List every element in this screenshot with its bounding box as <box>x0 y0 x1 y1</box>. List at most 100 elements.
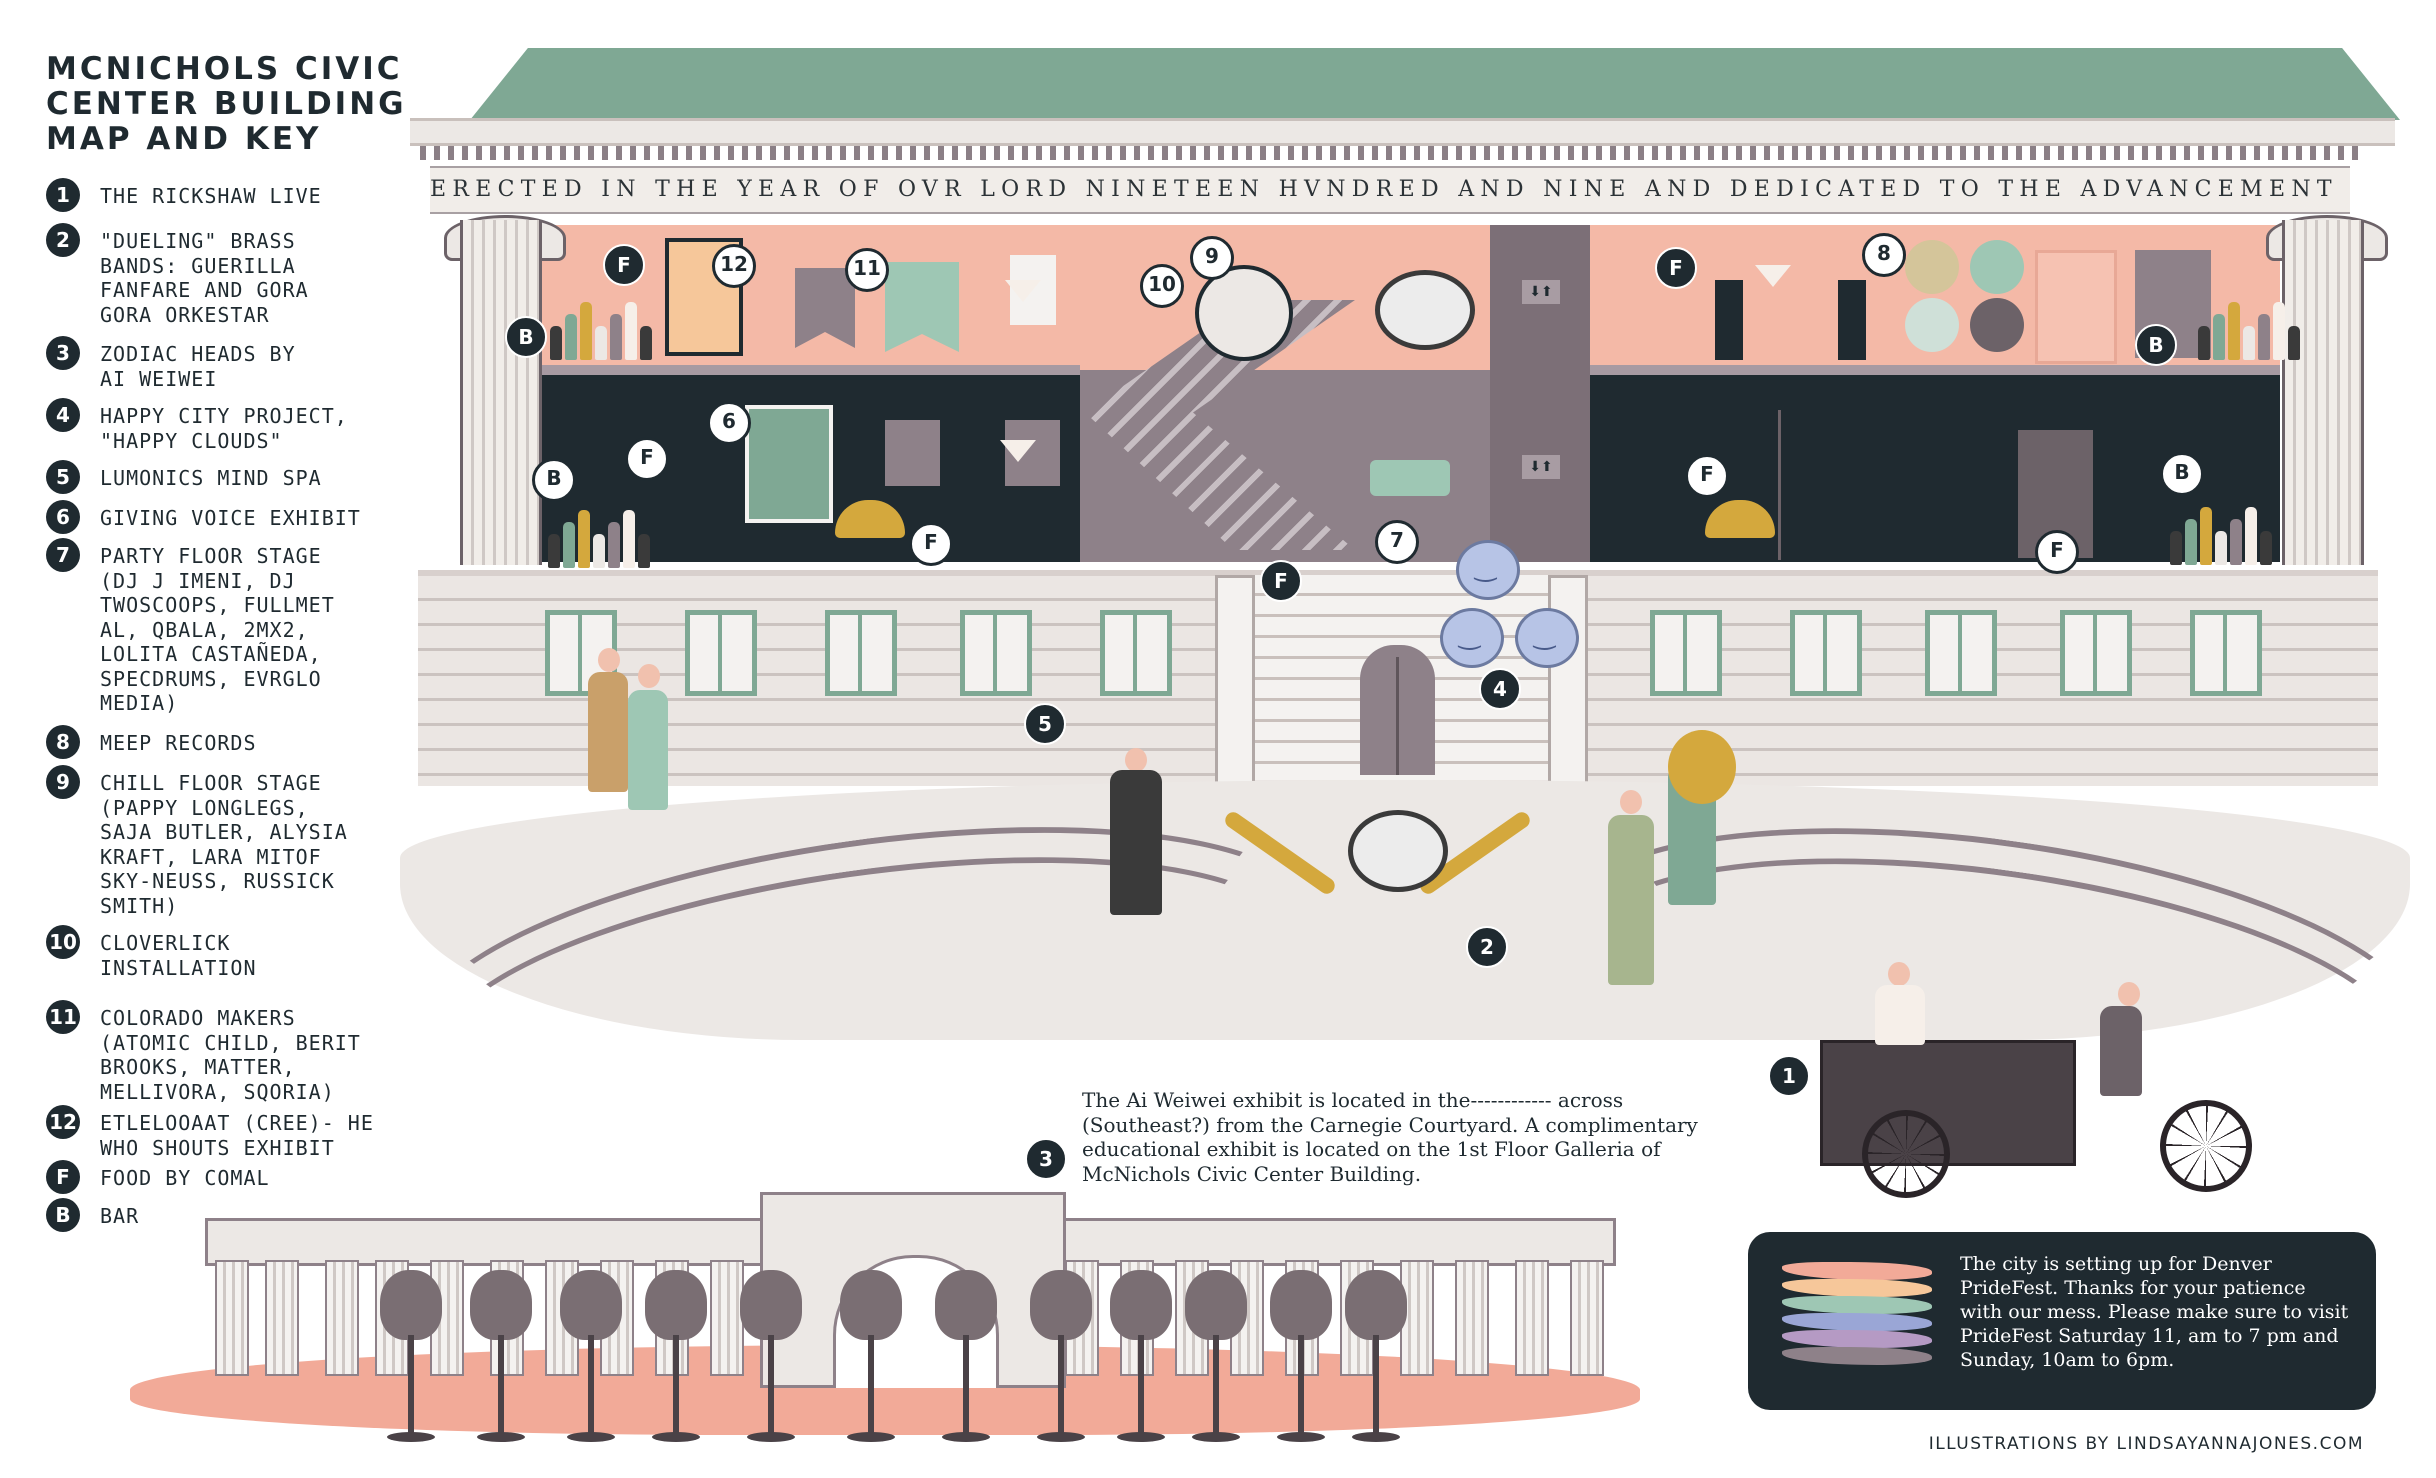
pride-flag-icon <box>1782 1262 1932 1372</box>
key-marker: 3 <box>46 336 80 370</box>
cocktail-table <box>1838 280 1866 360</box>
key-label-line: ZODIAC HEADS BY <box>100 342 296 366</box>
marker-4[interactable]: 4 <box>1479 668 1521 710</box>
window <box>1925 610 1997 696</box>
key-label-line: MEDIA) <box>100 691 179 715</box>
zodiac-head-sculpture <box>645 1270 707 1340</box>
marker-8[interactable]: 8 <box>1862 233 1906 277</box>
zodiac-stand-base <box>747 1432 795 1442</box>
key-marker: B <box>46 1198 80 1232</box>
food-marker[interactable]: F <box>625 437 669 481</box>
guitar <box>1195 265 1293 361</box>
building-eave <box>410 118 2395 146</box>
key-marker: 4 <box>46 398 80 432</box>
colonnade-arch <box>760 1192 1066 1388</box>
bar-marker[interactable]: B <box>2160 452 2204 496</box>
cocktail-icon <box>1755 265 1791 287</box>
exhibit-poster <box>665 238 743 356</box>
zodiac-stand <box>1058 1335 1064 1435</box>
flag-stripe <box>1782 1262 1932 1280</box>
column-right <box>2282 220 2364 565</box>
marker-11[interactable]: 11 <box>845 248 889 292</box>
colonnade-pillar <box>710 1260 744 1376</box>
colonnade-pillar <box>1515 1260 1549 1376</box>
food-marker[interactable]: F <box>1655 247 1697 289</box>
window <box>1650 610 1722 696</box>
zodiac-stand <box>408 1335 414 1435</box>
zodiac-stand-base <box>652 1432 700 1442</box>
bar-marker[interactable]: B <box>532 458 576 502</box>
food-marker[interactable]: F <box>603 244 645 286</box>
key-label-line: BROOKS, MATTER, <box>100 1055 296 1079</box>
record <box>1970 240 2024 294</box>
key-label-line: MEEP RECORDS <box>100 731 257 755</box>
bottle <box>548 534 560 568</box>
visitor-head <box>598 648 620 672</box>
zodiac-stand-base <box>477 1432 525 1442</box>
entrance-pillar <box>1215 575 1255 786</box>
marker-2[interactable]: 2 <box>1466 926 1508 968</box>
zodiac-head-sculpture <box>380 1270 442 1340</box>
column-left <box>460 220 542 565</box>
key-label-line: SMITH) <box>100 893 179 918</box>
zodiac-head-sculpture <box>470 1270 532 1340</box>
zodiac-head-sculpture <box>560 1270 622 1340</box>
bottle <box>2245 507 2257 565</box>
colonnade-pillar <box>265 1260 299 1376</box>
marker-9[interactable]: 9 <box>1190 236 1234 280</box>
marker-5[interactable]: 5 <box>1024 703 1066 745</box>
key-label: BAR <box>100 1204 430 1229</box>
key-label-line: SPECDRUMS, EVRGLO <box>100 666 322 691</box>
rickshaw-rider-head <box>2118 982 2140 1006</box>
bar-marker[interactable]: B <box>2135 324 2177 366</box>
building-roof <box>470 48 2400 120</box>
key-label-line: SKY-NEUSS, RUSSICK <box>100 869 335 893</box>
food-marker[interactable]: F <box>1260 560 1302 602</box>
snare-drum <box>1348 810 1448 892</box>
zodiac-stand <box>1373 1335 1379 1435</box>
cocktail-table <box>1715 280 1743 360</box>
key-label-line: (DJ J IMENI, DJ <box>100 568 296 593</box>
colonnade-pillar <box>1455 1260 1489 1376</box>
marker-6[interactable]: 6 <box>707 401 751 445</box>
zodiac-head-sculpture <box>935 1270 997 1340</box>
marker-3[interactable]: 3 <box>1025 1138 1067 1180</box>
key-label-line: (PAPPY LONGLEGS, <box>100 795 309 820</box>
key-marker: 10 <box>46 925 80 959</box>
zodiac-stand <box>963 1335 969 1435</box>
marker-7[interactable]: 7 <box>1375 520 1419 564</box>
food-marker[interactable]: F <box>2035 530 2079 574</box>
food-marker[interactable]: F <box>1685 454 1729 498</box>
bar-marker[interactable]: B <box>505 316 547 358</box>
bottle <box>2170 531 2182 565</box>
bottle <box>2198 326 2210 360</box>
saxophone-player <box>1608 815 1654 985</box>
note-line: (Southeast?) from the Carnegie Courtyard… <box>1082 1112 1698 1137</box>
marker-10[interactable]: 10 <box>1140 264 1184 308</box>
flag-stripe <box>1782 1330 1932 1348</box>
bottle <box>623 510 635 568</box>
flag-stripe <box>1782 1279 1932 1297</box>
food-marker[interactable]: F <box>909 522 953 566</box>
elevator-shaft <box>1490 225 1590 562</box>
notice-line: PrideFest Saturday 11, am to 7 pm and <box>1960 1325 2339 1347</box>
key-label-line: GORA ORKESTAR <box>100 302 270 327</box>
key-label-line: CLOVERLICK <box>100 931 231 955</box>
guitar-player <box>1110 770 1162 915</box>
rickshaw-musician <box>1875 985 1925 1045</box>
map-title-line: MAP AND KEY <box>46 121 322 157</box>
key-label: GIVING VOICE EXHIBIT <box>100 506 430 531</box>
visitor-head <box>638 664 660 688</box>
marker-1[interactable]: 1 <box>1768 1055 1810 1097</box>
key-label: FOOD BY COMAL <box>100 1166 430 1191</box>
bottle <box>608 522 620 568</box>
note-line: The Ai Weiwei exhibit is located in the-… <box>1082 1088 1624 1112</box>
marker-12[interactable]: 12 <box>712 244 756 288</box>
drum-display <box>1375 270 1475 350</box>
window <box>960 610 1032 696</box>
giving-voice-artwork <box>745 405 833 523</box>
